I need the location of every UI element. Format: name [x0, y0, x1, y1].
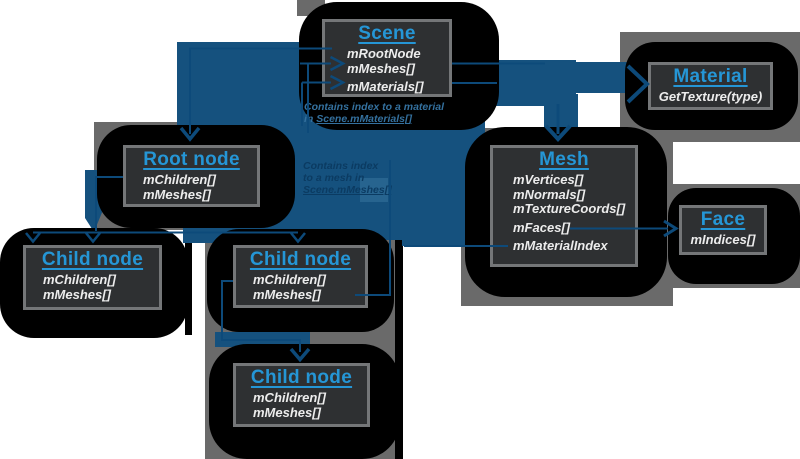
scene-field-mrootnode: mRootNode	[347, 46, 421, 61]
line-child2-mmeshes-ref	[355, 160, 391, 296]
arrow-root-to-children	[25, 176, 306, 244]
face-title: Face	[700, 209, 746, 230]
child3-field-mmeshes: mMeshes[]	[253, 404, 321, 420]
note-mesh-line2: to a mesh in	[303, 172, 365, 184]
note-material-line1: Contains index to a material	[304, 101, 445, 113]
class-box-material: Material GetTexture(type)	[648, 62, 773, 110]
class-box-child-node-3: Child node mChildren[] mMeshes[]	[233, 363, 370, 427]
arrow-mesh-to-face	[570, 219, 679, 238]
mesh-field-mfaces: mFaces[]	[513, 219, 571, 235]
arrow-child2-to-child3	[221, 280, 311, 363]
arrow-into-scene-mmeshes	[300, 55, 346, 133]
face-field-mindices: mIndices[]	[690, 232, 756, 247]
child-node-1-title: Child node	[41, 249, 144, 270]
class-box-child-node-2: Child node mChildren[] mMeshes[]	[233, 245, 368, 308]
root-field-mchildren: mChildren[]	[143, 172, 216, 187]
mesh-field-mmaterialindex: mMaterialIndex	[513, 238, 608, 253]
child2-field-mmeshes: mMeshes[]	[253, 286, 321, 302]
class-box-scene: Scene mRootNode mMeshes[] mMaterials[]	[322, 19, 452, 97]
child-node-2-title: Child node	[249, 249, 352, 270]
root-node-title: Root node	[143, 149, 240, 170]
mesh-field-mnormals: mNormals[]	[513, 186, 586, 202]
arrow-scene-to-rootnode	[179, 47, 332, 142]
black-edge-strips	[185, 230, 403, 459]
child1-field-mchildren: mChildren[]	[43, 272, 116, 287]
arrow-scene-to-material	[626, 64, 650, 104]
scene-field-mmaterials: mMaterials[]	[347, 79, 424, 94]
child2-field-mchildren: mChildren[]	[253, 272, 326, 287]
blue-highlight-patch	[360, 178, 388, 202]
material-title: Material	[673, 66, 748, 87]
root-field-mmeshes: mMeshes[]	[143, 186, 211, 202]
note-mesh-line3: Scene.mMeshes[]	[303, 184, 392, 196]
scene-title: Scene	[358, 23, 416, 44]
mesh-title: Mesh	[539, 149, 589, 170]
arrow-scene-to-mesh	[544, 104, 572, 142]
mesh-field-mvertices: mVertices[]	[513, 172, 584, 187]
material-field-gettexture: GetTexture(type)	[658, 89, 763, 104]
arrow-into-scene-mmaterials	[301, 74, 346, 126]
class-box-child-node-1: Child node mChildren[] mMeshes[]	[23, 245, 162, 310]
note-mesh-index: Contains index to a mesh in Scene.mMeshe…	[303, 160, 392, 196]
mesh-field-mtexturecoords: mTextureCoords[]	[513, 201, 626, 216]
note-mesh-line1: Contains index	[303, 160, 379, 172]
child3-field-mchildren: mChildren[]	[253, 390, 326, 405]
class-box-face: Face mIndices[]	[679, 205, 767, 255]
child1-field-mmeshes: mMeshes[]	[43, 286, 111, 302]
scene-field-mmeshes: mMeshes[]	[347, 60, 415, 76]
class-box-mesh: Mesh mVertices[] mNormals[] mTextureCoor…	[490, 145, 638, 267]
class-box-root-node: Root node mChildren[] mMeshes[]	[123, 145, 260, 207]
child-node-3-title: Child node	[250, 367, 353, 388]
